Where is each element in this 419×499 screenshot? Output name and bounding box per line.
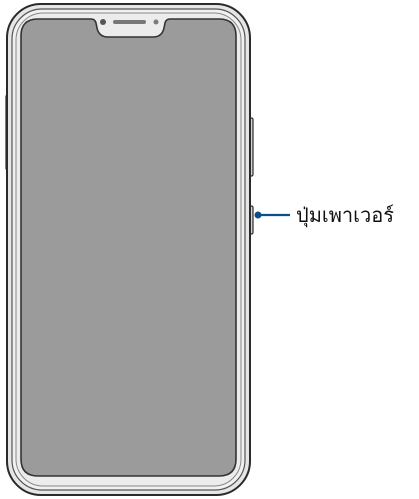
earpiece-speaker — [113, 20, 146, 24]
phone-screen — [20, 18, 237, 477]
proximity-sensor-icon — [153, 19, 159, 25]
power-button-label: ปุ่มเพาเวอร์ — [296, 203, 394, 227]
callout-dot — [254, 211, 262, 219]
front-camera-icon — [100, 19, 106, 25]
